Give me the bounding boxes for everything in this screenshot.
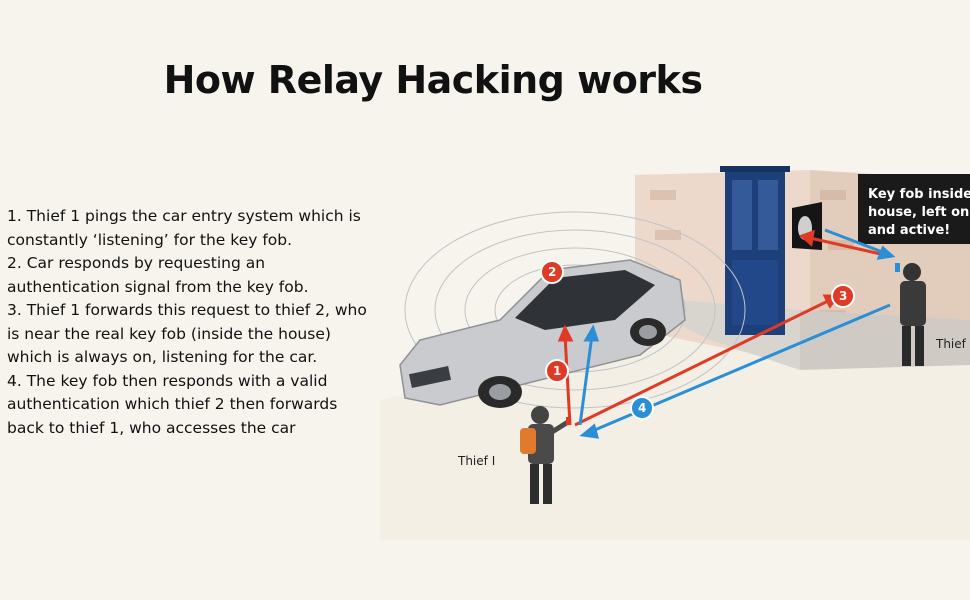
relay-attack-illustration: Key fob inside house, left on and active… (380, 160, 970, 540)
slide-title: How Relay Hacking works (163, 58, 703, 102)
key-fob-icon (792, 202, 822, 250)
backpack-icon (520, 428, 536, 454)
svg-text:3: 3 (839, 289, 847, 303)
badge-4: 4 (630, 396, 654, 420)
thief-2-label: Thief (935, 337, 967, 351)
step-item-2: 2. Car responds by requesting an authent… (7, 254, 309, 296)
thief-2-person-icon (895, 263, 926, 366)
thief-1-person-icon (520, 406, 571, 504)
callout-line-1: Key fob inside (868, 187, 970, 202)
door-icon (720, 166, 790, 335)
relay-attack-diagram: Key fob inside house, left on and active… (380, 166, 970, 540)
step-item-1: 1. Thief 1 pings the car entry system wh… (7, 207, 361, 249)
svg-text:1: 1 (553, 364, 561, 378)
thief-1-label: Thief I (457, 454, 495, 468)
badge-1: 1 (545, 359, 569, 383)
step-item-3: 3. Thief 1 forwards this request to thie… (7, 301, 367, 366)
step-item-4: 4. The key fob then responds with a vali… (7, 371, 338, 437)
badge-2: 2 (540, 260, 564, 284)
car-icon (399, 259, 686, 408)
relay-device-icon (895, 263, 900, 272)
svg-text:2: 2 (548, 265, 556, 279)
callout-line-3: and active! (868, 223, 950, 238)
blue-signal-arrows (578, 228, 896, 439)
phone-icon (566, 417, 571, 425)
callout-line-2: house, left on (868, 205, 969, 220)
steps-list: 1. Thief 1 pings the car entry system wh… (7, 205, 367, 440)
key-fob-callout: Key fob inside house, left on and active… (858, 174, 970, 244)
badge-3: 3 (831, 284, 855, 308)
svg-text:4: 4 (638, 401, 646, 415)
